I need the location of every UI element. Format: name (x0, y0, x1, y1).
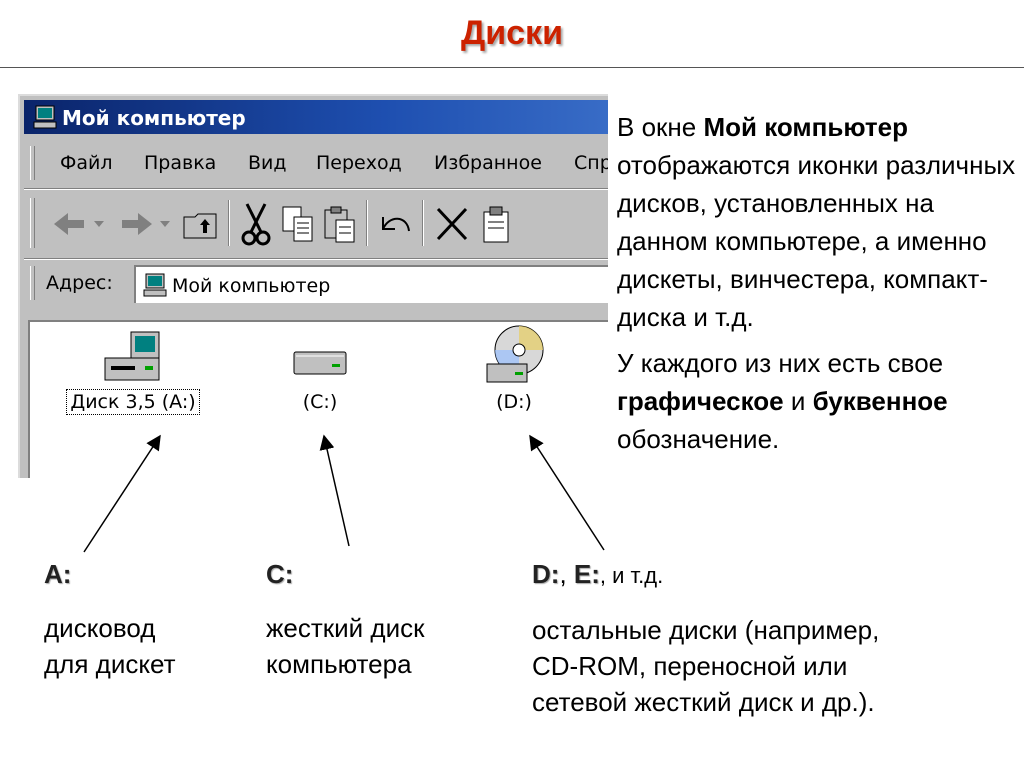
properties-button[interactable] (476, 202, 516, 246)
definition-a-line-2: для дискет (44, 649, 176, 679)
menu-go[interactable]: Переход (316, 152, 402, 174)
hard-disk-icon (293, 351, 347, 375)
menu-bar: Файл Правка Вид Переход Избранное Спр (24, 142, 608, 184)
scissors-icon (241, 203, 271, 246)
drive-c-label: (C:) (302, 391, 338, 413)
copy-button[interactable] (278, 202, 318, 246)
description-paragraph-2: У каждого из них есть свое графическое и… (617, 344, 1017, 458)
menu-help[interactable]: Спр (574, 152, 608, 174)
my-computer-window: Мой компьютер Файл Правка Вид Переход Из… (18, 94, 608, 478)
comma: , (559, 559, 574, 589)
definition-c-line-1: жесткий диск (266, 613, 425, 643)
desc-bold-my-computer: Мой компьютер (703, 112, 908, 142)
definition-d: D:, E:, и т.д. остальные диски (например… (532, 556, 879, 720)
drive-d[interactable]: (D:) (454, 324, 574, 413)
drive-c[interactable]: (C:) (260, 330, 380, 413)
folder-content: Диск 3,5 (A:) (C:) (D:) (28, 320, 608, 478)
toolbar-divider (422, 200, 424, 246)
undo-icon (382, 217, 410, 232)
toolbar-grip[interactable] (30, 198, 35, 248)
back-button[interactable] (50, 202, 90, 246)
back-arrow-icon (54, 213, 84, 235)
addressbar-grip[interactable] (30, 266, 35, 300)
address-input[interactable]: Мой компьютер (134, 265, 608, 303)
menu-file[interactable]: Файл (60, 152, 113, 174)
definition-a: A: дисковод для дискет (44, 556, 176, 682)
dropdown-arrow-icon (160, 221, 170, 227)
desc-text: отображаются иконки различных дисков, ус… (617, 150, 1016, 332)
menu-favorites[interactable]: Избранное (434, 152, 542, 174)
definition-a-line-1: дисковод (44, 613, 156, 643)
definition-c-line-2: компьютера (266, 649, 412, 679)
letter-a: A: (44, 559, 72, 589)
window-title: Мой компьютер (62, 106, 246, 130)
window-titlebar[interactable]: Мой компьютер (24, 100, 608, 134)
definition-c: C: жесткий диск компьютера (266, 556, 424, 682)
definition-d-line-2: CD-ROM, переносной или (532, 651, 848, 681)
menu-edit[interactable]: Правка (144, 152, 217, 174)
delete-button[interactable] (432, 202, 472, 246)
up-folder-button[interactable] (180, 202, 220, 246)
toolbar-separator (24, 258, 608, 260)
undo-button[interactable] (376, 202, 416, 246)
desc-text: и (783, 386, 813, 416)
drive-a-label: Диск 3,5 (A:) (66, 389, 200, 415)
desc-bold-graphic: графическое (617, 386, 784, 416)
slide-title: Диски (461, 14, 563, 52)
desc-text: обозначение. (617, 424, 780, 454)
letter-d: D: (532, 559, 560, 589)
my-computer-icon (33, 105, 57, 129)
up-folder-icon (183, 213, 217, 239)
copy-icon (282, 206, 313, 242)
floppy-drive-icon (104, 331, 160, 381)
drive-d-label: (D:) (496, 391, 532, 413)
desc-bold-letter: буквенное (812, 386, 948, 416)
cd-rom-icon (486, 325, 544, 383)
toolbar-divider (228, 200, 230, 246)
definition-d-line-1: остальные диски (например, (532, 615, 880, 645)
definition-d-line-3: сетевой жесткий диск и др.). (532, 687, 875, 717)
cut-button[interactable] (236, 202, 276, 246)
menubar-separator (24, 188, 608, 190)
paste-icon (324, 206, 355, 243)
forward-button[interactable] (116, 202, 156, 246)
menu-view[interactable]: Вид (248, 152, 287, 174)
back-dropdown[interactable] (90, 202, 108, 246)
my-computer-icon (143, 273, 167, 297)
dropdown-arrow-icon (94, 221, 104, 227)
forward-arrow-icon (122, 213, 152, 235)
address-value: Мой компьютер (172, 275, 331, 297)
toolbar-divider (366, 200, 368, 246)
properties-icon (483, 206, 509, 243)
forward-dropdown[interactable] (156, 202, 174, 246)
etc-text: , и т.д. (599, 563, 664, 588)
title-divider (0, 67, 1024, 68)
desc-text: В окне (617, 112, 704, 142)
description-paragraph-1: В окне Мой компьютер отображаются иконки… (617, 108, 1017, 336)
delete-x-icon (436, 207, 468, 241)
menubar-grip[interactable] (30, 146, 35, 180)
description-text: В окне Мой компьютер отображаются иконки… (617, 108, 1017, 466)
desc-text: У каждого из них есть свое (617, 348, 944, 378)
paste-button[interactable] (320, 202, 360, 246)
letter-c: C: (266, 559, 294, 589)
address-label: Адрес: (46, 272, 113, 294)
address-bar: Адрес: Мой компьютер (24, 262, 608, 304)
drive-a[interactable]: Диск 3,5 (A:) (58, 330, 208, 415)
letter-e: E: (573, 559, 600, 589)
standard-toolbar (24, 194, 608, 254)
